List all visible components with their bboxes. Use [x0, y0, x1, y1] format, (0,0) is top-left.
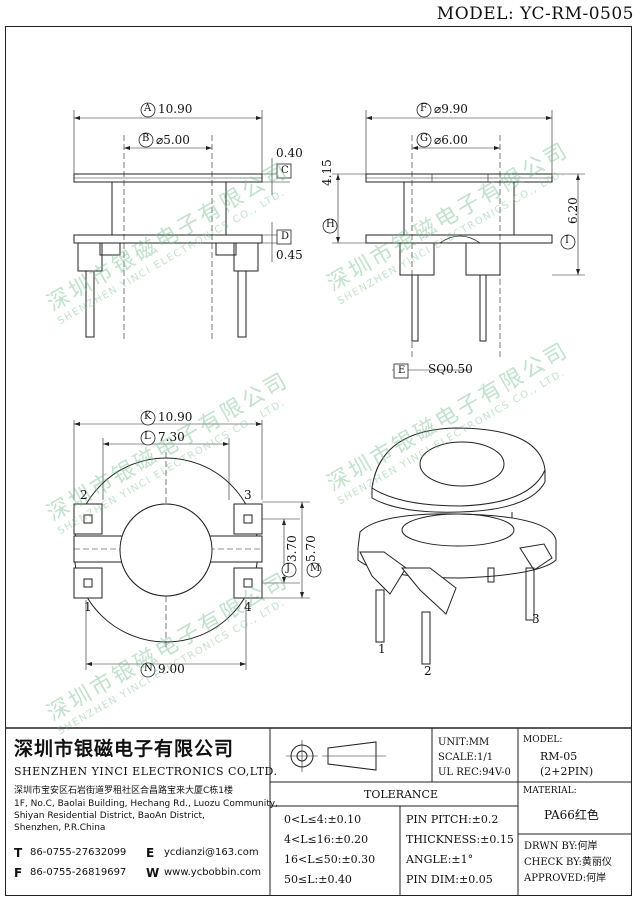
tolerance-row: 0<L≤4:±0.10: [284, 813, 362, 826]
tolerance-row: PIN PITCH:±0.2: [406, 813, 499, 826]
approved-by: APPROVED:何岸: [524, 873, 607, 884]
dim-l-value: 7.30: [158, 430, 185, 444]
dim-letter-a: A: [144, 103, 152, 114]
iso-pin-label-1: 1: [378, 642, 386, 656]
dim-f-value: ⌀9.90: [434, 102, 468, 116]
dim-n-value: 9.00: [158, 662, 185, 676]
pin-label-1: 1: [84, 600, 92, 614]
dim-k-value: 10.90: [158, 410, 193, 424]
fax-value: 86-0755-26819697: [30, 867, 127, 878]
fax-label: F: [14, 866, 23, 880]
front-view: [73, 110, 290, 340]
tolerance-row: 4<L≤16:±0.20: [284, 833, 369, 846]
model-title: MODEL: YC-RM-0505: [436, 4, 634, 24]
material-value: PA66红色: [544, 808, 599, 822]
dim-letter-m: M: [310, 563, 321, 574]
tel-label: T: [14, 846, 23, 860]
dim-g-value: ⌀6.00: [434, 133, 468, 147]
spec-scale: SCALE:1/1: [438, 752, 494, 763]
dim-letter-d: D: [281, 231, 290, 242]
checked-by: CHECK BY:黄丽仪: [524, 857, 612, 868]
dim-h-value: 4.15: [320, 159, 334, 186]
tolerance-title: TOLERANCE: [364, 788, 438, 801]
web-label: W: [146, 866, 160, 880]
dim-c-value: 0.40: [276, 146, 303, 160]
address-en-1: 1F, No.C, Baolai Building, Hechang Rd., …: [14, 799, 278, 809]
email-label: E: [146, 846, 155, 860]
company-name-en: SHENZHEN YINCI ELECTRONICS CO,LTD.: [14, 765, 278, 778]
dim-letter-e: E: [398, 365, 406, 376]
dim-letter-c: C: [281, 165, 289, 176]
dim-letter-l: L: [144, 431, 151, 442]
dim-letter-k: K: [144, 411, 152, 422]
dim-letter-n: N: [144, 663, 153, 674]
dim-b-value: ⌀5.00: [156, 133, 190, 147]
dim-e-value: SQ0.50: [428, 362, 473, 376]
pin-label-4: 4: [244, 600, 252, 614]
iso-pin-label-3: 3: [532, 612, 540, 626]
dim-j-value: 3.70: [285, 535, 299, 562]
dim-letter-j: J: [286, 563, 291, 574]
tolerance-row: THICKNESS:±0.15: [406, 833, 514, 846]
dim-m-value: 5.70: [304, 535, 318, 562]
dim-a-value: 10.90: [158, 102, 193, 116]
pin-label-2: 2: [80, 488, 88, 502]
dim-letter-f: F: [420, 103, 427, 114]
tel-value: 86-0755-27632099: [30, 847, 127, 858]
address-en-3: Shenzhen, P.R.China: [14, 823, 106, 833]
dim-i-value: 6.20: [566, 197, 580, 224]
dim-d-value: 0.45: [276, 248, 303, 262]
company-name-cn: 深圳市银磁电子有限公司: [14, 738, 235, 760]
model-pins: (2+2PIN): [540, 765, 594, 778]
spec-ul: UL REC:94V-0: [438, 767, 511, 778]
dim-letter-b: B: [142, 133, 150, 144]
iso-pin-label-2: 2: [424, 664, 432, 678]
dim-letter-i: I: [565, 235, 569, 246]
web-value: www.ycbobbin.com: [164, 867, 262, 878]
drawn-by: DRWN BY:何岸: [524, 841, 598, 852]
side-view: [332, 110, 585, 371]
address-cn: 深圳市宝安区石岩街道罗租社区合昌路宝来大厦C栋1楼: [14, 786, 234, 796]
tolerance-row: 50≤L:±0.40: [284, 873, 352, 886]
bottom-view: [73, 420, 310, 670]
isometric-view: [357, 427, 557, 665]
pin-label-3: 3: [244, 488, 252, 502]
model-value: RM-05: [540, 750, 578, 763]
dim-letter-g: G: [420, 133, 428, 144]
model-label: MODEL:: [523, 735, 563, 745]
tolerance-row: PIN DIM:±0.05: [406, 873, 493, 886]
tolerance-row: 16<L≤50:±0.30: [284, 853, 376, 866]
drawing-frame: [5, 26, 632, 896]
spec-unit: UNIT:MM: [438, 737, 490, 748]
email-value: ycdianzi@163.com: [164, 847, 259, 858]
material-label: MATERIAL:: [523, 786, 577, 796]
title-block: [5, 727, 632, 896]
dim-letter-h: H: [326, 219, 335, 230]
tolerance-row: ANGLE:±1°: [406, 853, 474, 866]
address-en-2: Shiyan Residential District, BaoAn Distr…: [14, 811, 205, 821]
